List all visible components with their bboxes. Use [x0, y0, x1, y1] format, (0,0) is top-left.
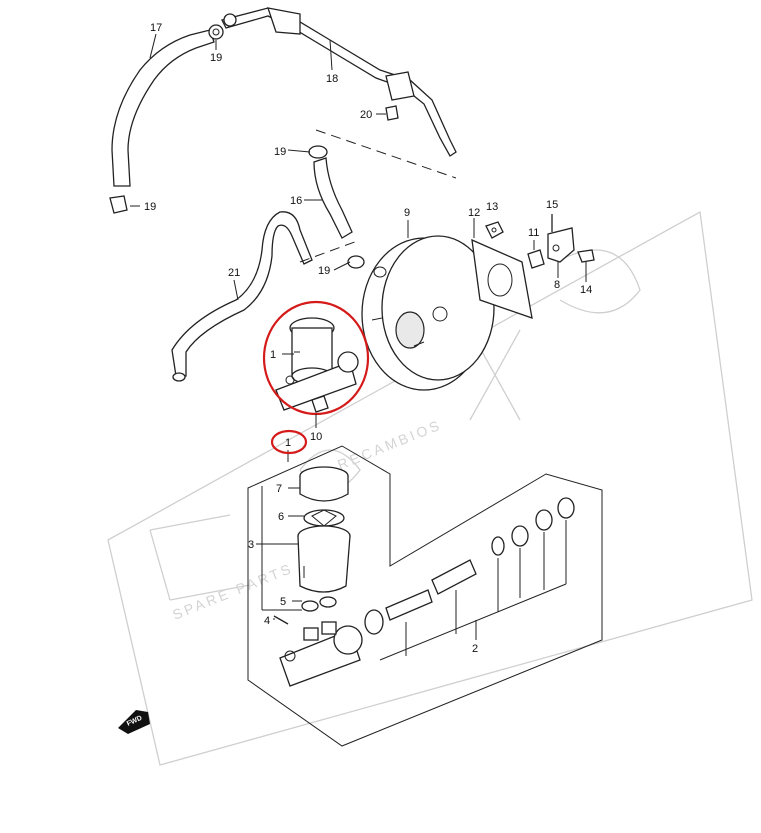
vacuum-hose-17	[111, 29, 215, 187]
dashed-guide-upper	[315, 129, 457, 179]
callout-3: 3	[248, 539, 254, 551]
callout-19-low: 19	[318, 265, 330, 277]
hose-clamp-19-low	[347, 255, 365, 269]
clevis-pin-14	[577, 249, 595, 263]
filter-6	[303, 509, 345, 527]
clevis-8	[547, 227, 575, 263]
callout-14: 14	[580, 284, 592, 296]
forward-direction-arrow-icon: FWD	[118, 710, 150, 734]
piston-kit-2	[364, 497, 575, 635]
callout-2: 2	[472, 643, 478, 655]
callout-15: 15	[546, 199, 558, 211]
callout-21: 21	[228, 267, 240, 279]
callout-6: 6	[278, 511, 284, 523]
brake-booster-9	[361, 235, 495, 391]
callout-13: 13	[486, 201, 498, 213]
nut-13	[485, 221, 504, 239]
callout-1: 1	[270, 349, 276, 361]
nut-11	[527, 249, 545, 269]
hose-clamp-19-top	[208, 24, 224, 40]
svg-text:RECAMBIOS: RECAMBIOS	[335, 416, 444, 472]
callout-20: 20	[360, 109, 372, 121]
callout-10: 10	[310, 431, 322, 443]
bolt-20	[385, 105, 399, 121]
dashed-guide-mid	[299, 239, 361, 263]
hose-clamp-19-mid	[308, 145, 328, 159]
exploded-view-frame	[247, 445, 603, 747]
callout-12: 12	[468, 207, 480, 219]
callout-18: 18	[326, 73, 338, 85]
cylinder-body	[279, 621, 363, 687]
leader-lines	[130, 33, 587, 661]
callout-1-exploded: 1	[285, 437, 291, 449]
callout-4: 4	[264, 615, 270, 627]
reservoir-3	[297, 525, 351, 593]
nut-10	[311, 395, 329, 413]
gasket-12	[471, 238, 533, 319]
callout-8: 8	[554, 279, 560, 291]
callout-19-top: 19	[210, 52, 222, 64]
callout-9: 9	[404, 207, 410, 219]
master-cylinder-assembly-top	[275, 317, 359, 411]
callout-5: 5	[280, 596, 286, 608]
vacuum-hose-21	[171, 211, 313, 382]
callouts: 17 19 18 20 19 19 16 19 9 12 13 15 11 8 …	[144, 22, 592, 655]
callout-17: 17	[150, 22, 162, 34]
callout-7: 7	[276, 483, 282, 495]
vacuum-hose-16	[313, 157, 353, 239]
vacuum-pipe-18	[221, 7, 457, 157]
callout-11: 11	[528, 227, 539, 239]
highlight-ring-callout-1	[270, 429, 308, 455]
callout-16: 16	[290, 195, 302, 207]
svg-text:SPARE PARTS: SPARE PARTS	[170, 560, 295, 623]
callout-19-left: 19	[144, 201, 156, 213]
hose-clamp-19-left	[109, 195, 128, 214]
callout-19-mid: 19	[274, 146, 286, 158]
reservoir-cap-7	[299, 466, 349, 502]
grommet-5	[301, 596, 337, 612]
pin-4	[273, 615, 289, 625]
